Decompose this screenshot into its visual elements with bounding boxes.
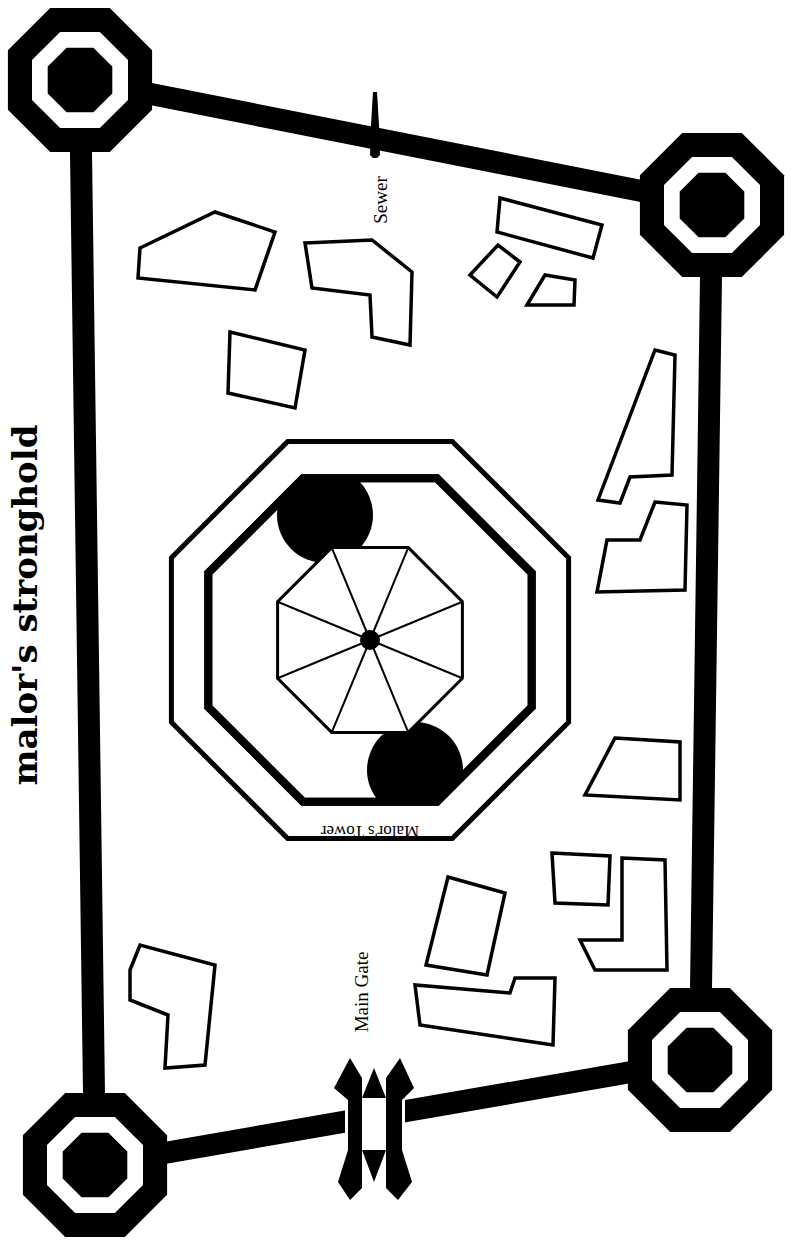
tower-ring — [47, 1117, 143, 1213]
roof-peak — [360, 630, 380, 650]
keep-tower: Malor's Tower — [150, 420, 590, 860]
corner-towers — [8, 8, 784, 1237]
gate-tower — [362, 1150, 386, 1182]
gate-tower — [386, 1058, 414, 1200]
roof-spoke — [278, 640, 370, 678]
tower-ring — [664, 157, 760, 253]
building — [552, 853, 610, 905]
map-title: malor's stronghold — [7, 425, 44, 786]
roof-spoke — [332, 548, 370, 640]
tower-ring — [32, 32, 128, 128]
buildings — [130, 198, 687, 1068]
tower-outline — [150, 420, 590, 860]
building — [415, 978, 555, 1045]
building — [497, 198, 602, 258]
tower-core — [63, 1133, 128, 1198]
building — [305, 240, 412, 345]
building — [426, 877, 505, 975]
tower-core — [680, 173, 745, 238]
corner-tower — [8, 8, 152, 152]
gate-tower — [334, 1058, 362, 1200]
tower-core — [48, 48, 113, 113]
corner-tower — [640, 133, 784, 277]
tower-core — [668, 1028, 733, 1093]
gate-label: Main Gate — [352, 952, 373, 1033]
building — [597, 502, 687, 592]
tower-roof — [278, 548, 463, 733]
main-gate — [334, 1058, 414, 1200]
curtain-wall — [80, 80, 712, 1165]
building — [527, 275, 575, 305]
tower-label: Malor's Tower — [321, 822, 419, 841]
tower-ring — [652, 1012, 748, 1108]
gate-tower — [362, 1068, 386, 1098]
corner-tower — [628, 988, 772, 1132]
building — [598, 350, 675, 503]
sewer-label: Sewer — [371, 176, 392, 223]
building — [470, 245, 520, 297]
corner-tower — [23, 1093, 167, 1237]
building — [130, 945, 215, 1068]
sewer-outlet — [370, 92, 380, 158]
building — [138, 212, 275, 290]
building — [580, 858, 667, 970]
roof-spoke — [370, 640, 408, 732]
building — [585, 738, 680, 800]
building — [228, 332, 305, 408]
tower-outer-wall — [171, 441, 568, 838]
roof-spoke — [370, 602, 462, 640]
